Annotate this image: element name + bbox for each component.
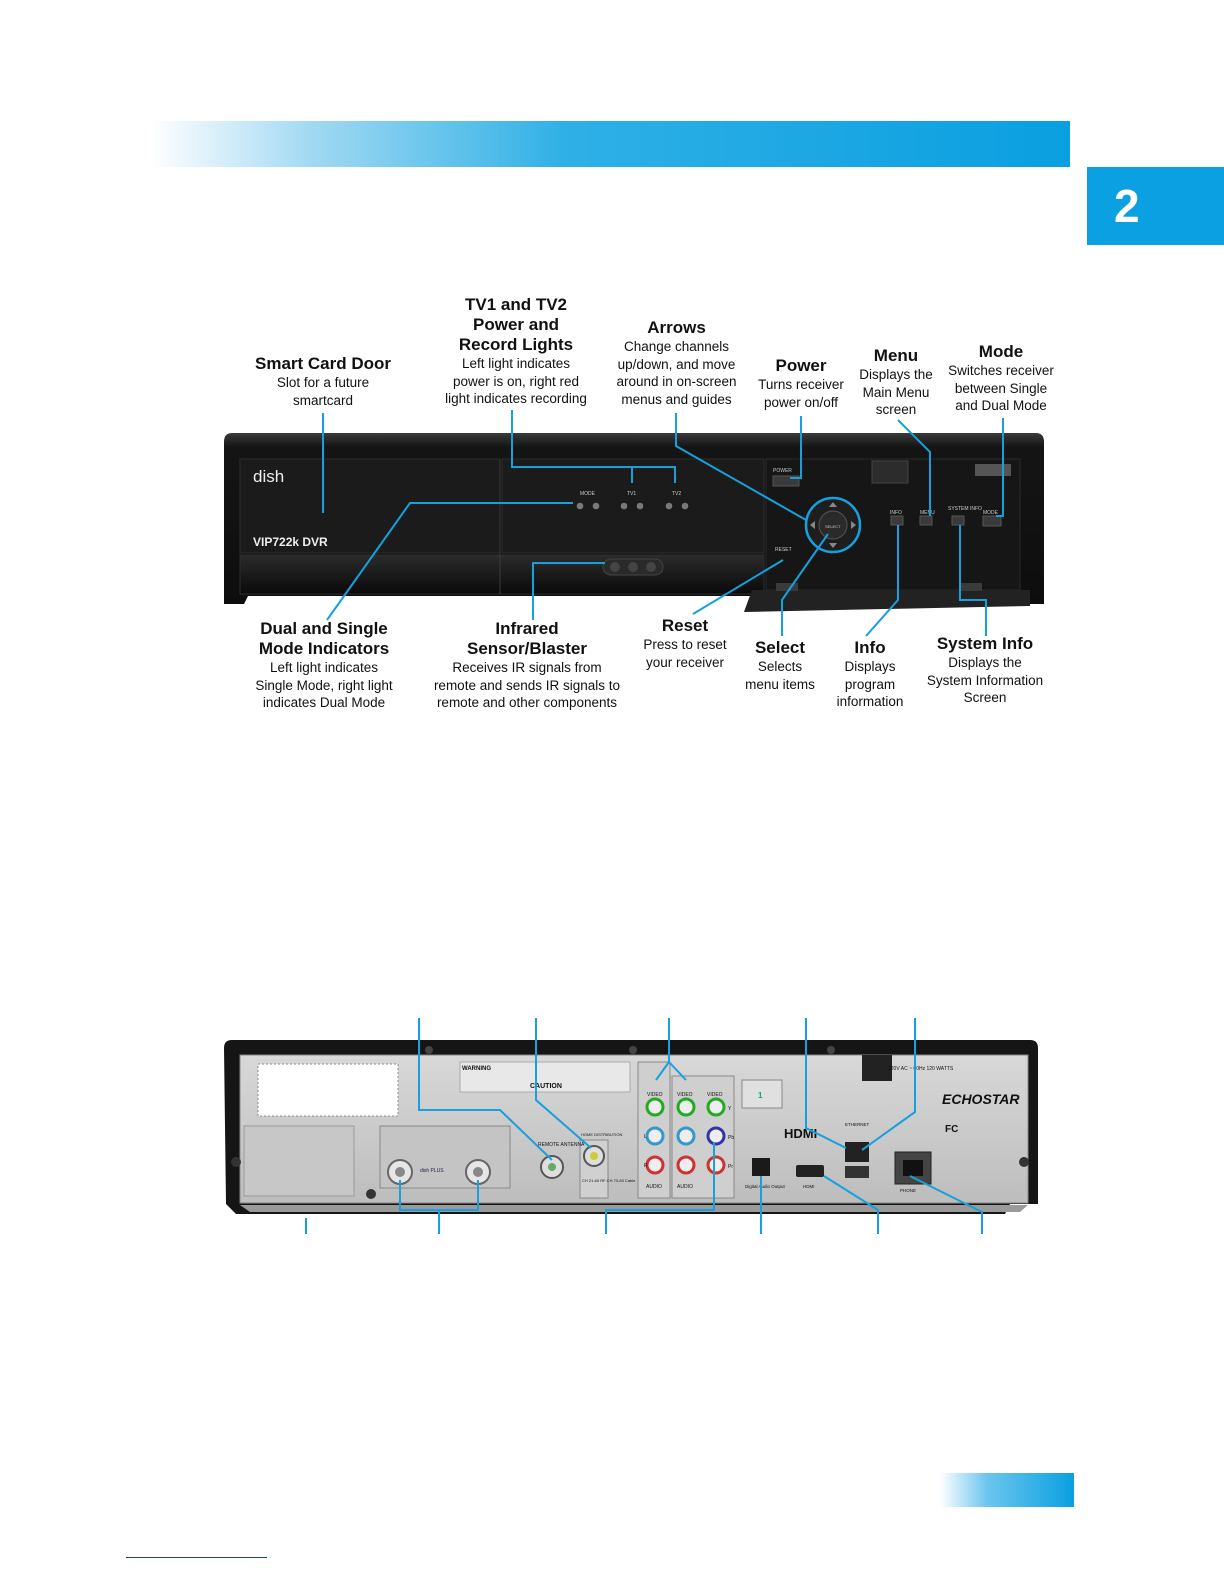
- back-panel-diagram: WARNING CAUTION REMOTE ANTENNA HOME DIST…: [224, 1018, 1038, 1234]
- echostar-logo: ECHOSTAR: [942, 1091, 1020, 1107]
- warning-label: WARNING: [462, 1066, 491, 1072]
- hdmi-port-label: HDMI: [803, 1184, 815, 1189]
- front-leader-lines: [322, 410, 1004, 637]
- mode-button-label: MODE: [983, 510, 999, 516]
- info-button-label: INFO: [890, 510, 902, 516]
- select-button-label: SELECT: [825, 524, 841, 529]
- pr-label: Pr: [728, 1164, 733, 1170]
- caution-label: CAUTION: [530, 1083, 562, 1090]
- y-label: Y: [728, 1106, 732, 1112]
- system-info-button-label: SYSTEM INFO: [948, 506, 982, 512]
- footer-rule: [126, 1557, 267, 1558]
- pb-label: Pb: [728, 1135, 734, 1141]
- power-button-label: POWER: [773, 468, 792, 474]
- arrows-highlight-ring: [804, 496, 862, 554]
- chapter-header-bar: [150, 121, 1070, 167]
- tv1-icon-label: 1: [758, 1091, 763, 1100]
- hdmi-logo: HDMI: [784, 1126, 817, 1141]
- ethernet-label: ETHERNET: [845, 1122, 870, 1127]
- mode-indicator-label: MODE: [580, 491, 596, 497]
- menu-button-label: MENU: [920, 510, 935, 516]
- audio-label-2: AUDIO: [677, 1184, 693, 1190]
- power-rating-label: 120V AC ~ 60Hz 120 WATTS: [888, 1066, 954, 1072]
- chapter-number-tab: 2: [1087, 167, 1224, 245]
- tv1-label: TV1: [627, 491, 636, 497]
- video-label-2: VIDEO: [677, 1092, 693, 1098]
- footer-bar: [940, 1473, 1074, 1507]
- video-label-1: VIDEO: [647, 1092, 663, 1098]
- audio-label-1: AUDIO: [646, 1184, 662, 1190]
- remote-antenna-label: REMOTE ANTENNA: [538, 1142, 585, 1148]
- ch-out-label: CH 21-60 RF CH 73-83 Cable: [582, 1178, 636, 1183]
- phone-label: PHONE: [900, 1188, 916, 1193]
- back-leader-lines: [305, 1018, 983, 1234]
- digital-audio-label: Digital Audio Output: [745, 1184, 786, 1189]
- video-label-3: VIDEO: [707, 1092, 723, 1098]
- dish-logo: dish: [253, 467, 284, 486]
- r-label: R: [644, 1163, 648, 1169]
- dish-plus-label: dish PLUS: [420, 1168, 444, 1174]
- reset-button-label: RESET: [775, 547, 792, 553]
- receiver-front-body: [224, 433, 1044, 612]
- l-label: L: [644, 1134, 647, 1140]
- home-distribution-label: HOME DISTRIBUTION: [581, 1132, 622, 1137]
- model-label: VIP722k DVR: [253, 535, 328, 549]
- tv2-label: TV2: [672, 491, 681, 497]
- front-panel-diagram: dish VIP722k DVR MODE TV1 TV2 POWER SELE…: [224, 410, 1044, 637]
- fc-mark: FC: [945, 1124, 958, 1135]
